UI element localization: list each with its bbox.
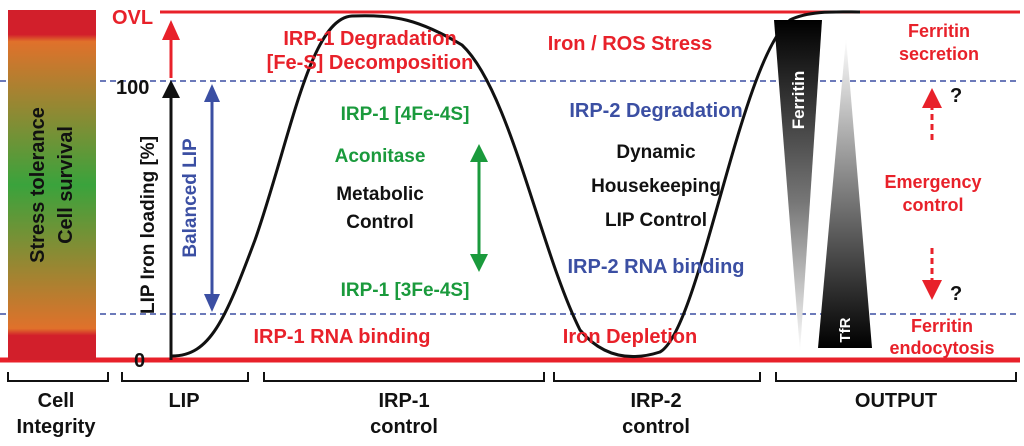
bracket-output	[775, 372, 1017, 382]
bracket-irp1	[263, 372, 545, 382]
tfr-triangle	[818, 38, 872, 348]
down-dashed-arrow-head	[922, 280, 942, 300]
irp1-degradation: IRP-1 Degradation	[283, 28, 456, 50]
bracket-cell-integrity	[7, 372, 109, 382]
section-cell-2: Integrity	[17, 416, 97, 438]
ferritin-endocytosis-2: endocytosis	[889, 338, 994, 358]
dynamic-label: Dynamic	[616, 142, 696, 163]
green-arrow-top	[470, 144, 488, 162]
cell-bar-line2: Cell survival	[55, 126, 77, 244]
section-irp1-1: IRP-1	[378, 390, 429, 412]
y-axis-arrow	[162, 80, 180, 98]
section-irp2-2: control	[622, 416, 690, 438]
cell-integrity-bar	[8, 10, 96, 360]
irp2-rna-binding: IRP-2 RNA binding	[567, 256, 744, 278]
metabolic-control-label: Control	[346, 212, 414, 233]
cell-bar-line1: Stress tolerance	[27, 107, 49, 263]
irp1-rna-binding: IRP-1 RNA binding	[253, 326, 430, 348]
section-output: OUTPUT	[855, 390, 937, 412]
section-irp1-2: control	[370, 416, 438, 438]
irp1-4fe4s: IRP-1 [4Fe-4S]	[341, 104, 470, 125]
irp1-3fe4s: IRP-1 [3Fe-4S]	[341, 280, 470, 301]
ferritin-triangle-label: Ferritin	[789, 71, 808, 130]
lip-curve	[171, 10, 861, 358]
iron-depletion: Iron Depletion	[563, 326, 697, 348]
axis-0: 0	[134, 350, 145, 372]
housekeeping-label: Housekeeping	[591, 176, 721, 197]
question-bottom: ?	[950, 283, 962, 305]
lip-control-label: LIP Control	[605, 210, 707, 231]
ovl-arrow-head	[162, 20, 180, 40]
section-cell-1: Cell	[38, 390, 75, 412]
ferritin-triangle	[774, 20, 822, 352]
aconitase: Aconitase	[335, 146, 426, 167]
axis-100: 100	[116, 77, 149, 99]
bracket-lip	[121, 372, 249, 382]
up-dashed-arrow-head	[922, 88, 942, 108]
emergency-2: control	[903, 195, 964, 215]
ferritin-secretion-1: Ferritin	[908, 21, 970, 41]
ferritin-secretion-2: secretion	[899, 44, 979, 64]
y-axis-label: LIP Iron loading [%]	[138, 136, 159, 314]
balanced-lip-arrow-top	[204, 84, 220, 102]
iron-ros-stress: Iron / ROS Stress	[548, 33, 713, 55]
balanced-lip-label: Balanced LIP	[180, 138, 201, 258]
green-arrow-bottom	[470, 254, 488, 272]
tfr-triangle-label: TfR	[837, 317, 854, 342]
section-irp2-1: IRP-2	[630, 390, 681, 412]
question-top: ?	[950, 85, 962, 107]
fes-decomposition: [Fe-S] Decomposition	[267, 52, 474, 74]
axis-ovl: OVL	[112, 7, 153, 29]
bracket-irp2	[553, 372, 761, 382]
balanced-lip-arrow-bottom	[204, 294, 220, 312]
metabolic-label: Metabolic	[336, 184, 424, 205]
irp2-degradation: IRP-2 Degradation	[569, 100, 742, 122]
section-lip: LIP	[168, 390, 199, 412]
ferritin-endocytosis-1: Ferritin	[911, 316, 973, 336]
emergency-1: Emergency	[884, 172, 981, 192]
